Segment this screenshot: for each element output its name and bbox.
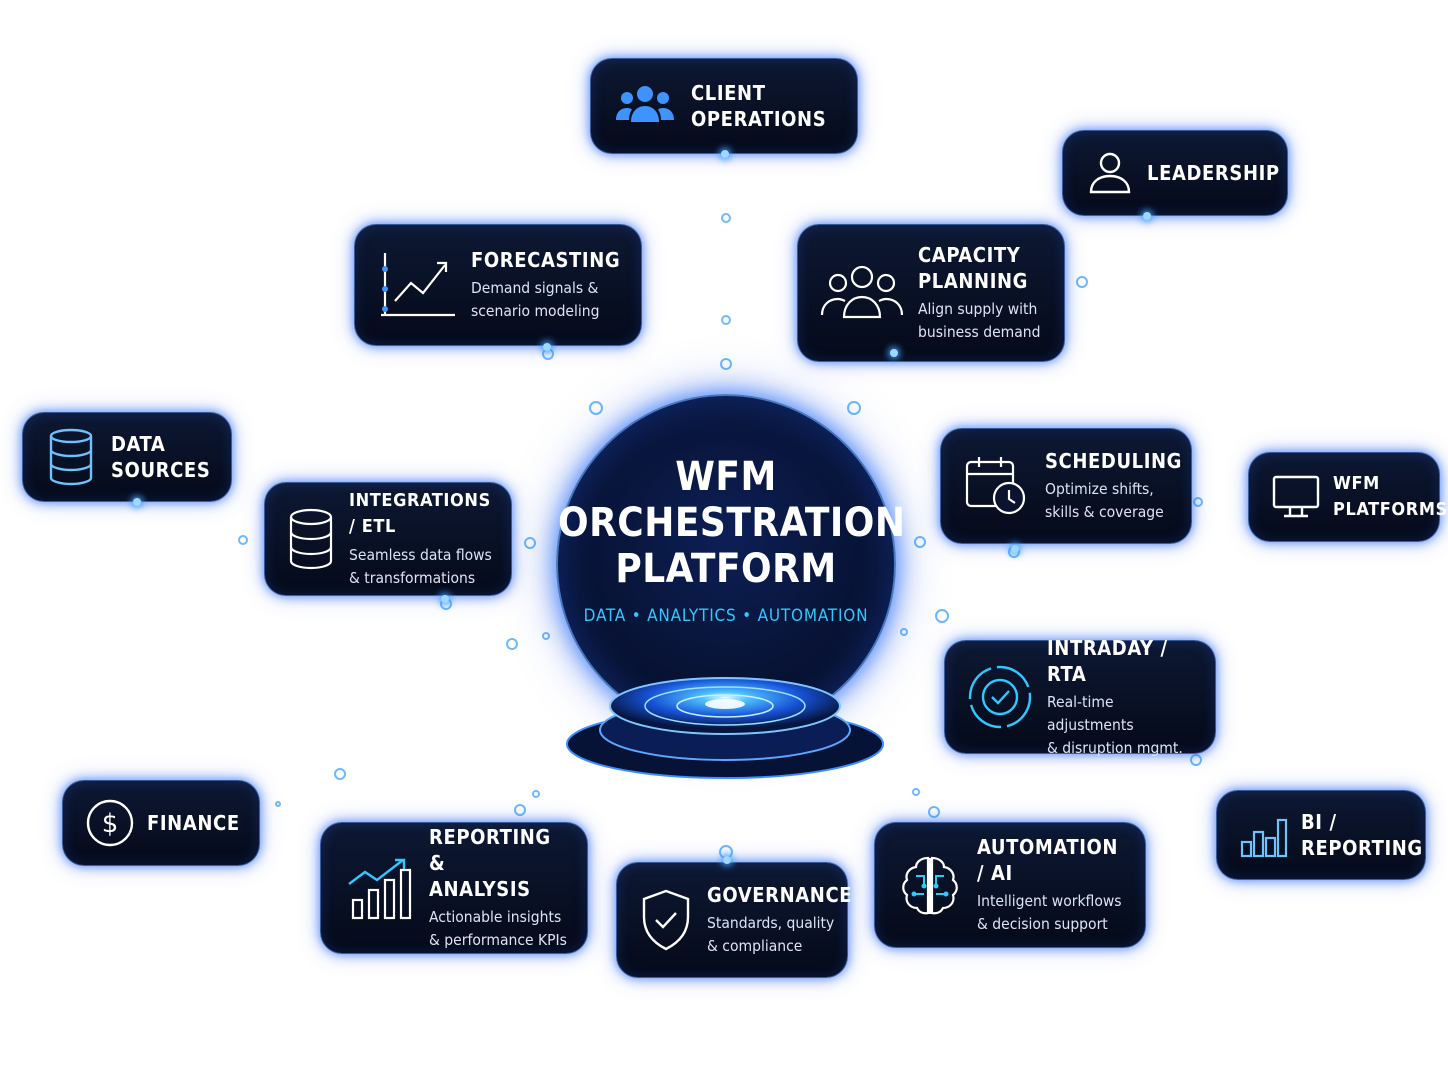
node-title: GOVERNANCE [707, 883, 853, 907]
node-title: INTEGRATIONS / ETL [349, 490, 491, 537]
connector-port [441, 595, 449, 603]
node-title: FINANCE [147, 811, 240, 835]
database-icon [45, 427, 97, 487]
node-title: BI / REPORTING [1301, 810, 1423, 860]
svg-text:$: $ [102, 809, 119, 839]
node-description: Optimize shifts, skills & coverage [1045, 480, 1164, 521]
node-title: SCHEDULING [1045, 449, 1183, 473]
node-integrations-etl[interactable]: INTEGRATIONS / ETL Seamless data flows &… [264, 482, 512, 603]
node-description: Seamless data flows & transformations [349, 546, 492, 587]
node-automation-ai[interactable]: AUTOMATION / AI Intelligent workflows & … [874, 822, 1146, 948]
node-scheduling[interactable]: SCHEDULING Optimize shifts, skills & cov… [940, 428, 1192, 553]
node-client-operations[interactable]: CLIENT OPERATIONS [590, 58, 858, 158]
node-intraday-rta[interactable]: INTRADAY / RTA Real-time adjustments & d… [944, 636, 1216, 757]
connector-port [1011, 545, 1019, 553]
node-description: Actionable insights & performance KPIs [429, 908, 567, 949]
node-title: DATA SOURCES [111, 432, 211, 482]
brain-circuit-icon [897, 852, 963, 918]
node-title: REPORTING & ANALYSIS [429, 825, 551, 901]
line-chart-icon [377, 249, 457, 321]
connector-port [133, 498, 141, 506]
calendar-clock-icon [963, 454, 1031, 518]
connector-port [1143, 212, 1151, 220]
group-icon [613, 74, 677, 138]
node-governance[interactable]: GOVERNANCE Standards, quality & complian… [616, 856, 852, 978]
node-title: LEADERSHIP [1147, 161, 1280, 185]
shield-check-icon [639, 888, 693, 952]
target-check-icon [967, 664, 1033, 730]
connector-port [721, 150, 729, 158]
node-description: Real-time adjustments & disruption mgmt. [1047, 692, 1183, 757]
monitor-icon [1271, 472, 1321, 522]
node-description: Standards, quality & compliance [707, 914, 835, 955]
node-title: WFM PLATFORMS [1333, 473, 1448, 520]
node-title: AUTOMATION / AI [977, 835, 1119, 885]
node-data-sources[interactable]: DATA SOURCES [22, 412, 232, 506]
node-title: INTRADAY / RTA [1047, 635, 1168, 686]
node-forecasting[interactable]: FORECASTING Demand signals & scenario mo… [354, 224, 642, 351]
node-capacity-planning[interactable]: CAPACITY PLANNING Align supply with busi… [797, 224, 1065, 362]
person-icon [1085, 148, 1135, 198]
connector-port [543, 343, 551, 351]
connector-port [723, 856, 731, 864]
node-description: Demand signals & scenario modeling [471, 279, 600, 320]
people-icon [820, 257, 904, 329]
node-bi-reporting[interactable]: BI / REPORTING [1216, 790, 1426, 880]
node-title: CAPACITY PLANNING [918, 243, 1029, 293]
node-title: FORECASTING [471, 248, 621, 272]
node-title: CLIENT OPERATIONS [691, 81, 827, 131]
node-description: Align supply with business demand [918, 300, 1041, 341]
bar-trend-icon [343, 852, 415, 924]
node-finance[interactable]: $ FINANCE [62, 780, 260, 866]
node-description: Intelligent workflows & decision support [977, 892, 1122, 933]
database-icon [287, 507, 335, 571]
node-reporting-analysis[interactable]: REPORTING & ANALYSIS Actionable insights… [320, 822, 588, 954]
connector-port [890, 349, 898, 357]
bar-chart-icon [1239, 810, 1289, 860]
dollar-icon: $ [85, 798, 135, 848]
node-wfm-platforms[interactable]: WFM PLATFORMS [1248, 452, 1447, 542]
hub-tagline: DATA • ANALYTICS • AUTOMATION [583, 606, 869, 626]
hub-pedestal [566, 677, 884, 779]
node-leadership[interactable]: LEADERSHIP [1062, 130, 1288, 220]
hub-orb: WFM ORCHESTRATION PLATFORM DATA • ANALYT… [556, 394, 906, 734]
hub-title: WFM ORCHESTRATION PLATFORM [558, 454, 906, 592]
